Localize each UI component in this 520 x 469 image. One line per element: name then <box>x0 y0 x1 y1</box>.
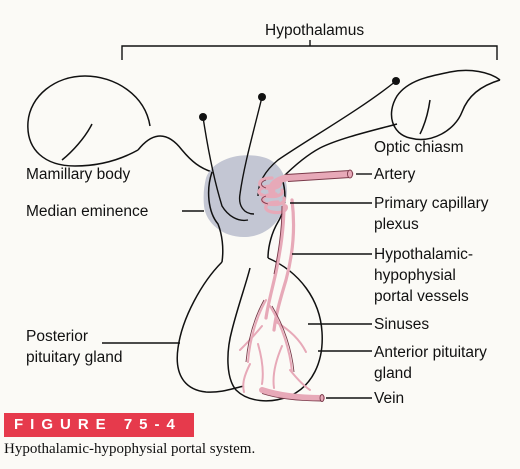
mamillary-body-label: Mamillary body <box>26 166 130 183</box>
hypothalamus-base-outline <box>137 135 213 173</box>
anterior-pituitary-label-line2: gland <box>374 365 412 382</box>
portal-vessels-label-line2: hypophysial <box>374 267 456 284</box>
stalk-outline-left <box>207 171 224 263</box>
mamillary-inner-line <box>61 123 93 161</box>
posterior-pituitary-label-line2: pituitary gland <box>26 349 123 366</box>
portal-vessels-label-line1: Hypothalamic- <box>374 246 473 263</box>
primary-capillary-plexus <box>257 176 288 215</box>
figure-caption: Hypothalamic-hypophysial portal system. <box>4 441 256 457</box>
hypothalamus-bracket <box>121 40 498 60</box>
pituitary-gland-outline <box>176 261 245 393</box>
artery-edge-top <box>285 170 351 175</box>
anterior-pituitary-label-line1: Anterior pituitary <box>374 344 487 361</box>
anterior-lobe-outline <box>227 257 323 402</box>
artery-edge-bottom <box>287 177 351 182</box>
median-eminence-label: Median eminence <box>26 203 148 220</box>
primary-capillary-label-line1: Primary capillary <box>374 195 489 212</box>
figure-number-banner: FIGURE 75-4 <box>4 413 194 437</box>
primary-capillary-label-line2: plexus <box>374 216 419 233</box>
vein-vessel <box>259 387 325 401</box>
mamillary-body-outline <box>27 75 151 167</box>
portal-vessels-label-line3: portal vessels <box>374 288 469 305</box>
optic-inner-line <box>419 99 431 135</box>
optic-chiasm-label: Optic chiasm <box>374 139 464 156</box>
optic-stalk-outline <box>281 123 398 179</box>
vein-label: Vein <box>374 390 404 407</box>
optic-chiasm-outline <box>390 69 501 141</box>
sinuses-network <box>239 299 311 393</box>
sinuses-label: Sinuses <box>374 316 429 333</box>
stalk-outline-right <box>267 177 286 259</box>
vein-opening <box>319 394 325 402</box>
hypothalamus-label: Hypothalamus <box>265 22 364 39</box>
vein-edge <box>261 393 323 402</box>
artery-opening <box>347 169 353 179</box>
posterior-pituitary-label-line1: Posterior <box>26 328 88 345</box>
artery-label: Artery <box>374 166 416 183</box>
median-eminence-shade <box>203 155 288 238</box>
